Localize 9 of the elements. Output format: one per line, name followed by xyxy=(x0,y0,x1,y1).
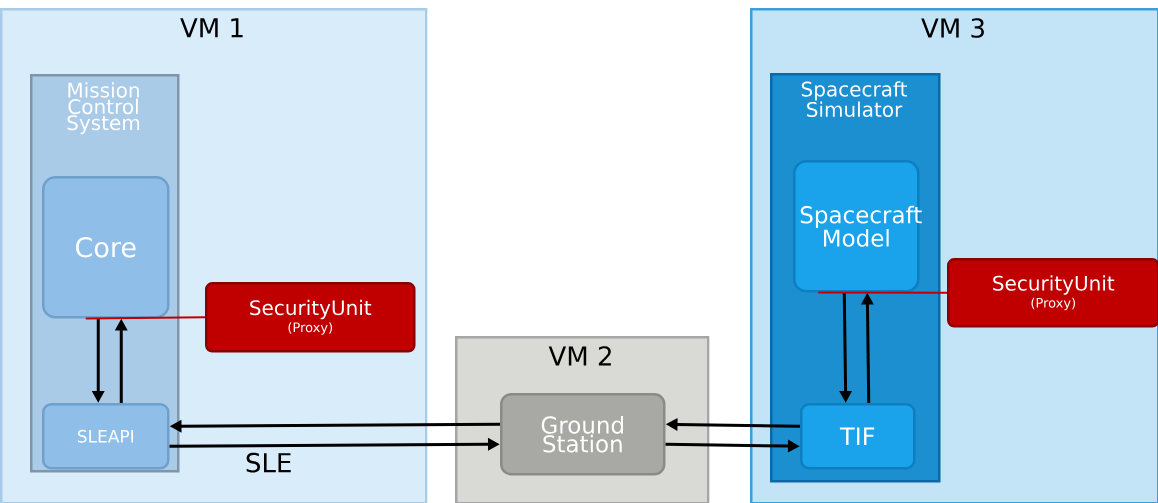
security-unit-box: SecurityUnit (Proxy) xyxy=(205,282,416,353)
connector-line xyxy=(817,291,948,294)
module-box: Core xyxy=(42,176,170,319)
module-box: Spacecraft Model xyxy=(793,160,922,293)
security-unit-box: SecurityUnit (Proxy) xyxy=(947,258,1158,328)
module-box: Ground Station xyxy=(500,393,666,476)
module-box: SLEAPI xyxy=(42,403,170,470)
connector-line xyxy=(84,316,206,320)
module-box: TIF xyxy=(800,403,916,470)
